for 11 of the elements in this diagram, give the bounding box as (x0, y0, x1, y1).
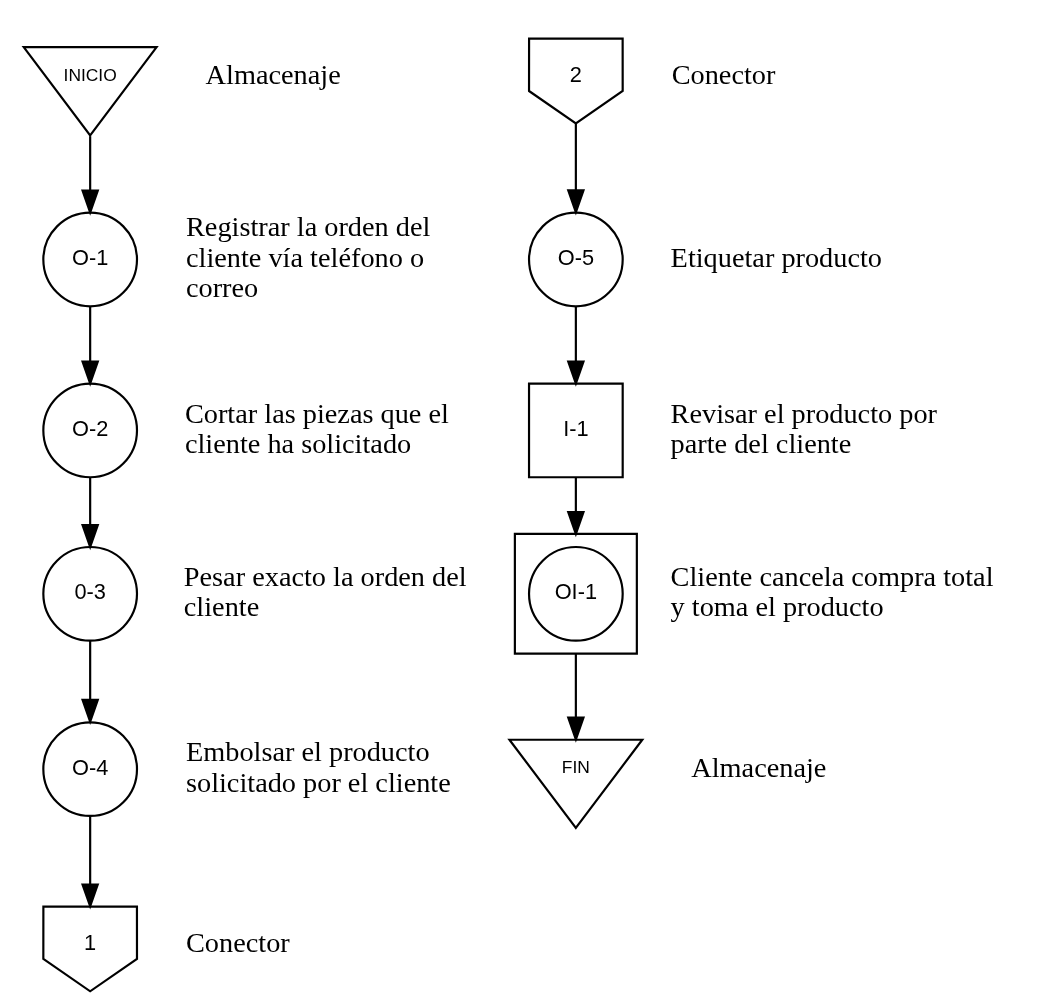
node-label: Conector (671, 58, 776, 90)
node-label: Revisar el producto por parte del cliente (670, 397, 937, 459)
node-label: Almacenaje (691, 751, 827, 783)
node-label: Cliente cancela compra total y toma el producto (670, 560, 994, 622)
node-label: Registrar la orden del cliente vía teléfono o correo (186, 210, 431, 303)
node-label: Conector (186, 926, 290, 958)
node-label: Embolsar el producto solicitado por el cliente (186, 735, 451, 798)
node-label: Almacenaje (205, 58, 341, 90)
node-label: Pesar exacto la orden del cliente (183, 560, 467, 622)
node-label: Etiquetar producto (670, 241, 882, 273)
node-label: Cortar las piezas que el cliente ha solicitado (184, 397, 449, 459)
